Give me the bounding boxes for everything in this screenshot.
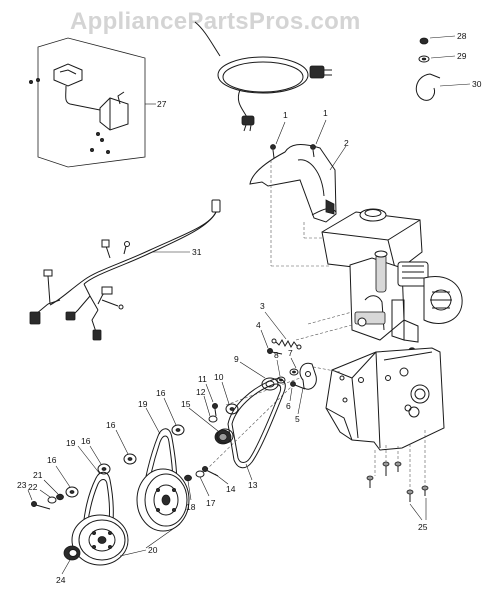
- belt-cover-2: [249, 144, 347, 223]
- washer-16b: [115, 429, 137, 465]
- callout-9: 9: [234, 354, 239, 364]
- callout-19a: 19: [138, 399, 148, 409]
- callout-13: 13: [248, 480, 258, 490]
- callout-21: 21: [33, 470, 43, 480]
- bolt-4: [260, 329, 283, 355]
- screw-1b: [310, 119, 327, 158]
- washer-22: [39, 489, 57, 504]
- leader-20a: [145, 523, 181, 549]
- watermark-text: AppliancePartsPros.com: [70, 8, 361, 35]
- callout-8: 8: [274, 350, 279, 360]
- callout-24: 24: [56, 575, 66, 585]
- callout-20: 20: [148, 545, 158, 555]
- callout-25: 25: [418, 522, 428, 532]
- callout-6: 6: [286, 401, 291, 411]
- inset-box-27: [28, 37, 156, 168]
- engine-pulley-15: [188, 407, 234, 445]
- extension-cord: [194, 21, 332, 132]
- nut-18: [184, 474, 192, 501]
- callout-4: 4: [256, 320, 261, 330]
- spring-3: [264, 311, 302, 350]
- pulley-24: [61, 545, 81, 575]
- hairpin-30: [415, 73, 471, 101]
- callout-19b: 19: [66, 438, 76, 448]
- callout-16b: 16: [106, 420, 116, 430]
- callout-23: 23: [17, 480, 27, 490]
- idler-bracket-5: [297, 362, 317, 415]
- alignment-lines: [205, 160, 426, 490]
- callout-29: 29: [457, 51, 467, 61]
- nut-28: [419, 35, 456, 45]
- washer-17: [195, 470, 210, 497]
- callout-17: 17: [206, 498, 216, 508]
- callout-16a: 16: [156, 388, 166, 398]
- callout-1b: 1: [323, 108, 328, 118]
- washer-12: [203, 395, 218, 423]
- screw-1a: [270, 121, 286, 159]
- callout-18: 18: [186, 502, 196, 512]
- bolts-25: [366, 461, 429, 521]
- washer-16d: [55, 465, 79, 498]
- callout-16d: 16: [47, 455, 57, 465]
- callout-labels: 1 1 2 3 4 5 6 7 8 9 10 11 12 13 14 15 16…: [17, 31, 482, 585]
- auger-pulley-small: [71, 514, 129, 566]
- callout-12: 12: [196, 387, 206, 397]
- bolt-23: [27, 489, 51, 510]
- engine: [321, 208, 463, 357]
- bolt-14: [201, 465, 229, 485]
- callout-1a: 1: [283, 110, 288, 120]
- idler-pulley-9: [239, 361, 279, 391]
- washer-10: [221, 381, 239, 415]
- belt-13: [227, 378, 286, 481]
- callout-28: 28: [457, 31, 467, 41]
- callout-27: 27: [157, 99, 167, 109]
- auger-pulley-large: [136, 468, 190, 532]
- nut-7: [289, 357, 299, 376]
- frame-plate: [325, 347, 445, 451]
- washer-16a: [163, 397, 185, 436]
- callout-14: 14: [226, 484, 236, 494]
- callout-5: 5: [295, 414, 300, 424]
- bolt-11: [205, 383, 218, 417]
- wiring-harness-31: [29, 199, 221, 341]
- leader-20b: [119, 549, 147, 557]
- callout-10: 10: [214, 372, 224, 382]
- callout-11: 11: [198, 374, 207, 384]
- nut-21: [43, 479, 64, 501]
- callout-30: 30: [472, 79, 482, 89]
- callout-31: 31: [192, 247, 202, 257]
- callout-2: 2: [344, 138, 349, 148]
- callout-16c: 16: [81, 436, 91, 446]
- callout-7: 7: [288, 348, 293, 358]
- callout-3: 3: [260, 301, 265, 311]
- washer-16c: [89, 445, 111, 475]
- callout-15: 15: [181, 399, 191, 409]
- bolt-6: [289, 381, 306, 402]
- washer-29: [418, 55, 456, 63]
- callout-22: 22: [28, 482, 38, 492]
